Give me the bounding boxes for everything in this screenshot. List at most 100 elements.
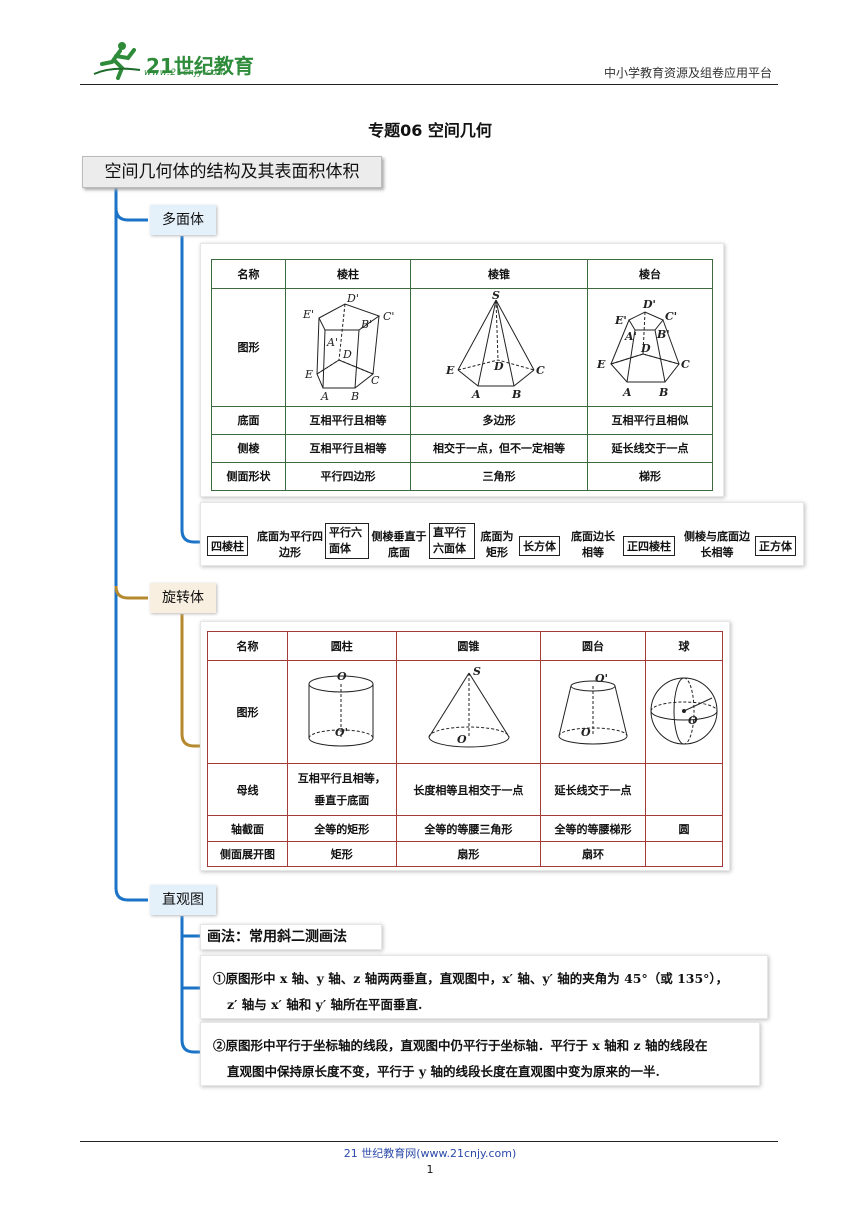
chain-item: 正方体 (755, 536, 796, 556)
frustum-figure: D' E' C' A' B' D E C A B (587, 288, 713, 407)
rule-1-line-1: ①原图形中 x 轴、y 轴、z 轴两两垂直，直观图中，x′ 轴、y′ 轴的夹角为… (213, 971, 729, 986)
row-label: 侧面展开图 (207, 840, 288, 868)
cone-figure: S O (395, 660, 542, 764)
prism-classification-chain: 四棱柱 底面为平行四边形 平行六面体 侧棱垂直于底面 直平行六面体 底面为矩形 … (200, 502, 804, 566)
cylinder-figure: O O' (286, 660, 397, 764)
row-label: 侧棱 (211, 433, 286, 463)
rule-1-box: ①原图形中 x 轴、y 轴、z 轴两两垂直，直观图中，x′ 轴、y′ 轴的夹角为… (200, 955, 768, 1019)
row-label: 母线 (207, 762, 288, 817)
table-header: 圆柱 (286, 630, 397, 662)
table-cell: 多边形 (410, 405, 588, 435)
chain-item: 直平行六面体 (429, 523, 475, 559)
svg-text:C: C (371, 374, 380, 387)
svg-text:O: O (457, 733, 467, 746)
svg-text:D: D (342, 348, 352, 361)
svg-text:O: O (337, 670, 347, 683)
chain-arrow-label: 侧棱与底面边长相等 (684, 530, 750, 559)
row-label: 底面 (211, 405, 286, 435)
table-cell (645, 762, 723, 817)
table-header: 圆台 (540, 630, 646, 662)
svg-text:D': D' (642, 298, 656, 311)
rotation-table-panel: 名称 圆柱 圆锥 圆台 球 图形 O O' (200, 621, 730, 871)
row-label: 图形 (211, 288, 286, 407)
svg-text:C': C' (383, 310, 394, 323)
branch-polyhedron: 多面体 (150, 205, 216, 235)
svg-text:C: C (536, 364, 545, 377)
svg-text:E': E' (302, 308, 314, 321)
table-cell: 互相平行且相等 (285, 405, 411, 435)
polyhedron-table-panel: 名称 棱柱 棱锥 棱台 图形 D' (200, 243, 724, 497)
svg-text:C: C (681, 358, 690, 371)
table-cell: 互相平行且相等 (285, 433, 411, 463)
page-number: 1 (426, 1163, 434, 1176)
svg-text:D': D' (346, 292, 359, 305)
page-title: 专题06 空间几何 (368, 121, 492, 140)
chain-item: 平行六面体 (325, 523, 369, 559)
drawing-method: 画法：常用斜二测画法 (200, 924, 382, 950)
svg-text:O': O' (335, 726, 348, 739)
header-platform-text: 中小学教育资源及组卷应用平台 (603, 66, 772, 80)
logo (92, 40, 144, 80)
svg-text:B': B' (656, 328, 670, 341)
svg-text:A': A' (326, 336, 338, 349)
svg-text:O: O (688, 714, 698, 727)
branch-rotation-solid: 旋转体 (150, 583, 216, 613)
table-cell: 矩形 (286, 840, 397, 868)
chain-item: 长方体 (519, 536, 560, 556)
table-header: 圆锥 (395, 630, 542, 662)
svg-text:A: A (471, 388, 481, 401)
row-label: 图形 (207, 660, 288, 764)
rule-2-box: ②原图形中平行于坐标轴的线段，直观图中仍平行于坐标轴．平行于 x 轴和 z 轴的… (200, 1022, 760, 1086)
svg-text:B': B' (360, 318, 372, 331)
table-cell: 相交于一点，但不一定相等 (410, 433, 588, 463)
table-cell: 延长线交于一点 (587, 433, 713, 463)
svg-text:C': C' (665, 310, 677, 323)
polyhedron-table: 名称 棱柱 棱锥 棱台 图形 D' (211, 258, 713, 492)
table-cell: 长度相等且相交于一点 (395, 762, 542, 817)
row-label: 轴截面 (207, 815, 288, 842)
svg-text:S: S (492, 290, 500, 302)
chain-item: 四棱柱 (207, 536, 248, 556)
svg-text:E: E (596, 358, 606, 371)
frustum-cone-figure: O' O (540, 660, 646, 764)
chain-arrow-label: 侧棱垂直于底面 (371, 530, 427, 559)
svg-text:B: B (658, 386, 668, 399)
footer-site-link[interactable]: 21 世纪教育网(www.21cnjy.com) (343, 1147, 517, 1160)
row-label: 侧面形状 (211, 461, 286, 492)
table-cell: 三角形 (410, 461, 588, 492)
svg-text:S: S (473, 665, 481, 678)
svg-text:E: E (304, 368, 313, 381)
rotation-table: 名称 圆柱 圆锥 圆台 球 图形 O O' (207, 630, 723, 868)
svg-text:A: A (320, 390, 329, 402)
svg-text:O: O (581, 726, 591, 739)
table-cell: 延长线交于一点 (540, 762, 646, 817)
svg-text:O': O' (595, 672, 608, 685)
chain-arrow-label: 底面边长相等 (571, 530, 615, 559)
svg-text:B: B (511, 388, 521, 401)
runner-logo-icon (93, 42, 141, 80)
rule-2-line-2: 直观图中保持原长度不变，平行于 y 轴的线段长度在直观图中变为原来的一半. (227, 1064, 660, 1079)
svg-text:D: D (640, 342, 651, 355)
pyramid-figure: S E D C A B (410, 288, 588, 407)
table-header: 棱锥 (410, 258, 588, 290)
header-divider (80, 84, 778, 85)
table-cell: 互相平行且相似 (587, 405, 713, 435)
svg-text:E': E' (614, 314, 627, 327)
table-cell: 全等的矩形 (286, 815, 397, 842)
table-cell: 全等的等腰梯形 (540, 815, 646, 842)
table-header: 球 (645, 630, 723, 662)
prism-figure: D' E' C' B' A' D E C A B (285, 288, 411, 407)
table-header: 名称 (211, 258, 286, 290)
table-cell: 扇环 (540, 840, 646, 868)
rule-1-line-2: z′ 轴与 x′ 轴和 y′ 轴所在平面垂直. (227, 997, 423, 1012)
chain-arrow-label: 底面为平行四边形 (257, 530, 323, 559)
table-cell: 扇形 (395, 840, 542, 868)
table-header: 名称 (207, 630, 288, 662)
table-header: 棱台 (587, 258, 713, 290)
table-cell (645, 840, 723, 868)
footer-divider (80, 1141, 778, 1142)
svg-text:A': A' (624, 330, 637, 343)
svg-text:D: D (493, 360, 504, 373)
logo-text: 21世纪教育 (146, 54, 254, 78)
